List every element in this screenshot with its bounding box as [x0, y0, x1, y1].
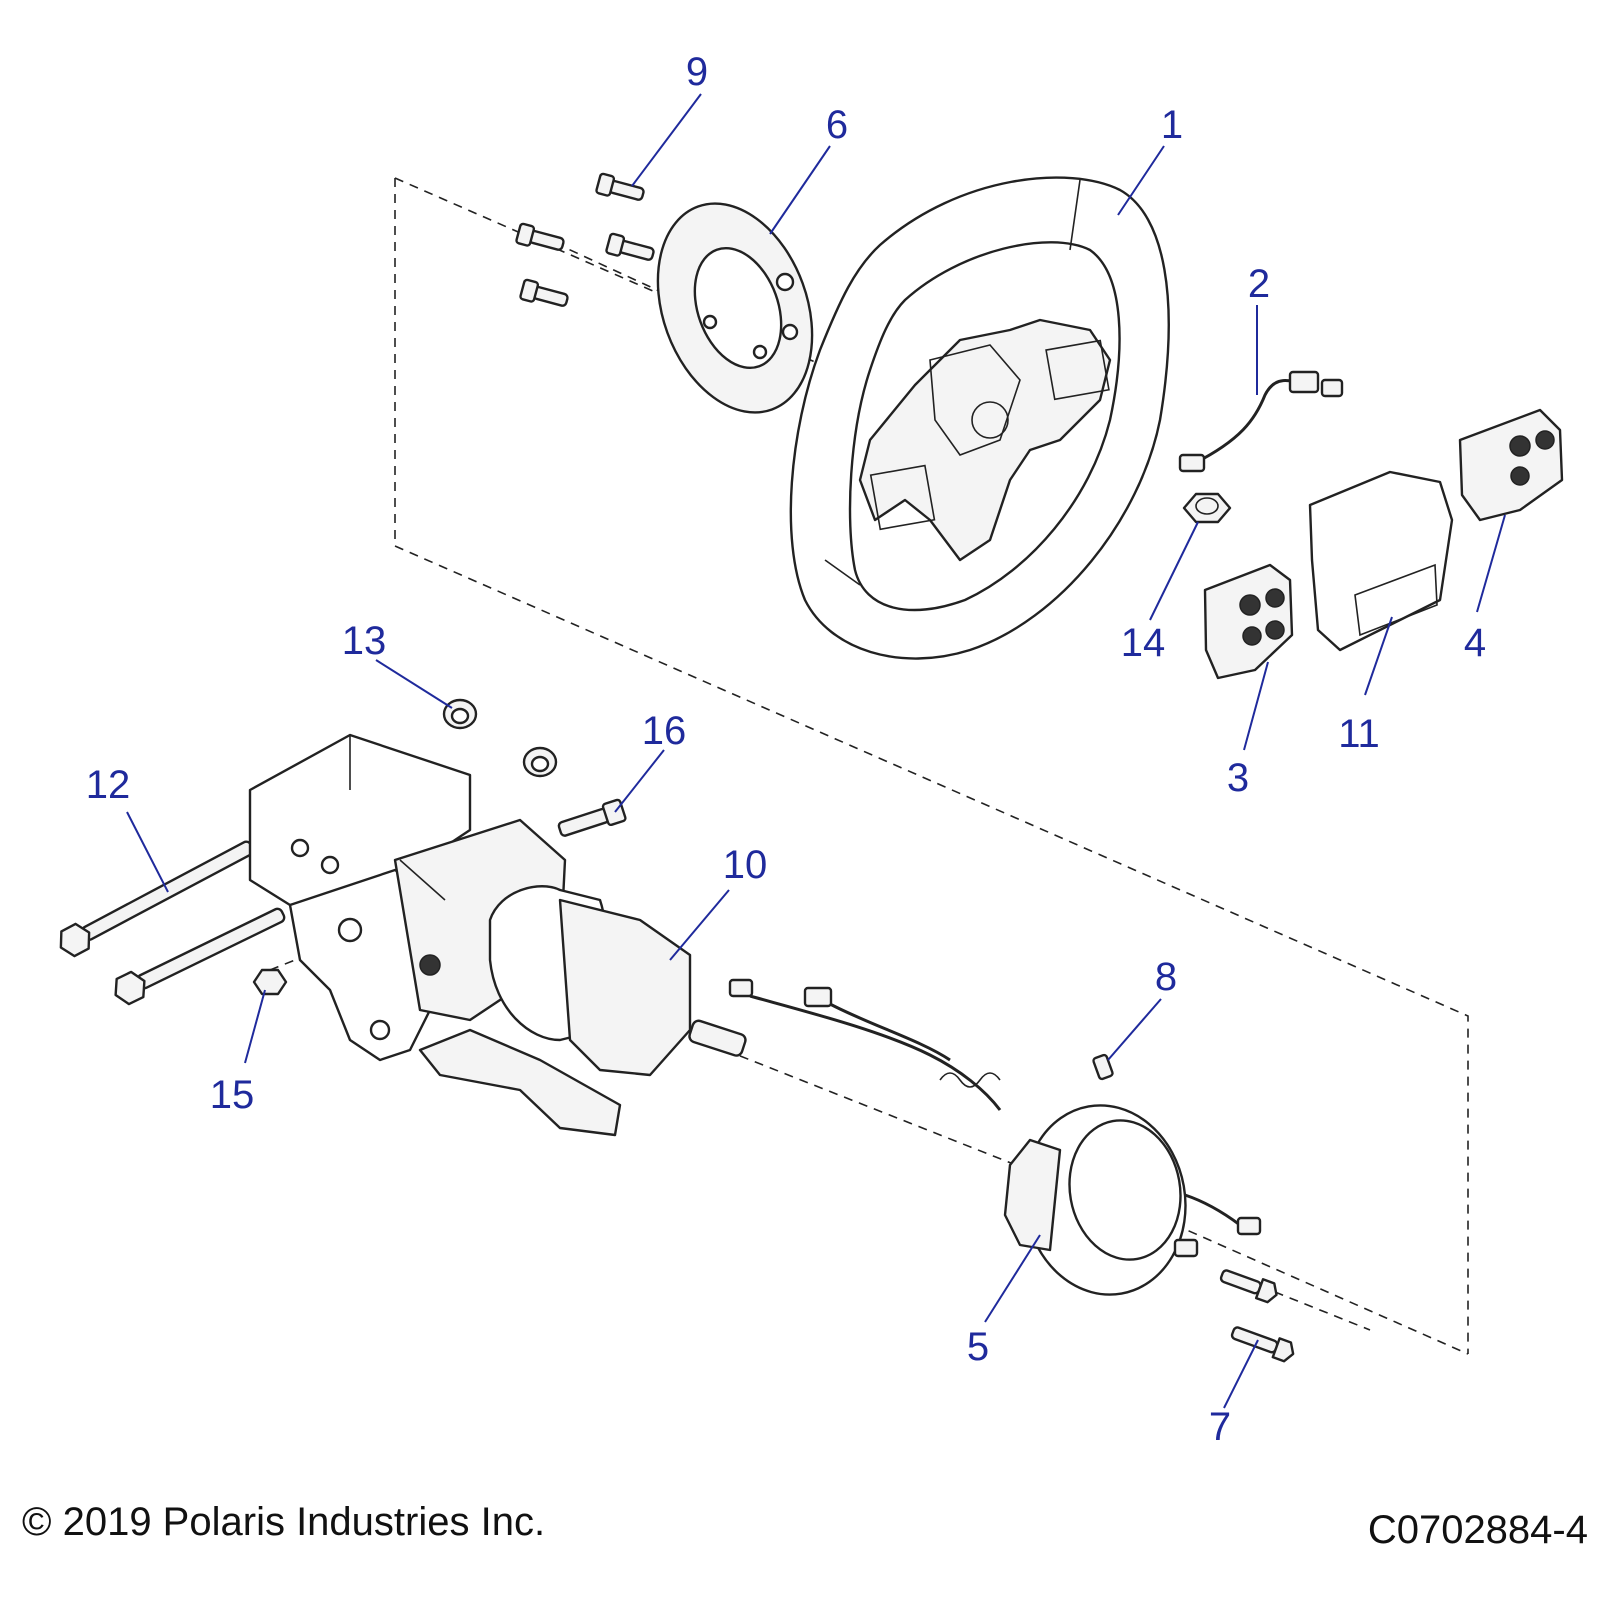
callout-13: 13 [342, 619, 387, 663]
callout-8: 8 [1155, 955, 1177, 999]
callout-4: 4 [1464, 621, 1486, 665]
callout-2: 2 [1248, 262, 1270, 306]
left-switch-module [1203, 563, 1294, 680]
callout-1: 1 [1161, 103, 1183, 147]
right-switch-module [1458, 408, 1564, 522]
column-bushings [442, 698, 558, 778]
callout-10: 10 [723, 843, 768, 887]
wheel-mount-screws [515, 172, 655, 307]
callout-14: 14 [1121, 621, 1166, 665]
callout-11: 11 [1338, 712, 1380, 756]
nut [252, 968, 288, 996]
callout-12: 12 [86, 763, 131, 807]
callout-labels: 9 6 1 2 14 4 11 3 13 16 12 10 8 15 5 7 [86, 50, 1486, 1449]
callout-9: 9 [686, 50, 708, 94]
spacer-ring [656, 202, 814, 414]
callout-16: 16 [642, 709, 687, 753]
column-wiring [728, 978, 1002, 1111]
hub-screw [1092, 1053, 1114, 1081]
center-cover [1308, 470, 1454, 652]
steering-wheel [789, 176, 1170, 660]
callout-5: 5 [967, 1325, 989, 1369]
wheel-nut [1182, 492, 1232, 524]
leader-lines [126, 93, 1506, 1409]
hub-bolts [1219, 1269, 1295, 1363]
callout-3: 3 [1227, 756, 1249, 800]
callout-15: 15 [210, 1073, 255, 1117]
callout-6: 6 [826, 103, 848, 147]
copyright-text: © 2019 Polaris Industries Inc. [22, 1500, 546, 1544]
steering-column-assembly [248, 733, 747, 1137]
wire-harness [1178, 370, 1344, 473]
column-bolt [557, 798, 627, 837]
callout-7: 7 [1209, 1405, 1231, 1449]
steering-hub-housing [1003, 1104, 1262, 1296]
drawing-number: C0702884-4 [1367, 1508, 1588, 1552]
